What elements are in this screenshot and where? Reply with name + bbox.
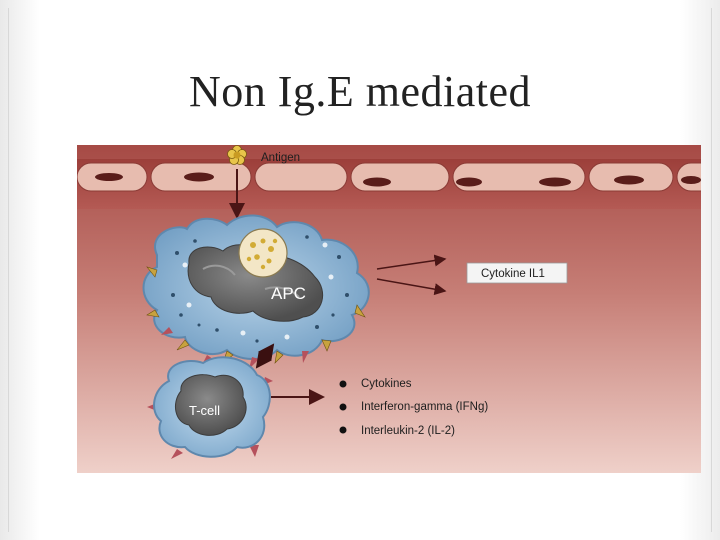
apc-cell: APC [142,214,370,369]
cytokine-arrow-top [376,254,447,270]
cytokine-list-item: Interleukin-2 (IL-2) [361,425,455,437]
cytokine-list-item: Interferon-gamma (IFNg) [361,401,488,413]
antigen-icon [227,145,247,165]
cytokine-list-item: Cytokines [361,378,412,390]
t-cell: T-cell [147,356,273,459]
bullet-icon [339,426,347,434]
slide-frame [8,8,712,532]
interaction-arrow [255,343,275,369]
endothelial-cell-layer [77,159,701,209]
bullet-icon [339,380,347,388]
bullet-icon [339,403,347,411]
slide-title: Non Ig.E mediated [188,67,532,116]
cytokine-il1-box: Cytokine IL1 [466,262,568,284]
antigen-label: Antigen [261,152,300,164]
apc-label: APC [271,284,306,303]
cytokine-arrow-bottom [376,278,447,296]
t-cell-label: T-cell [189,403,220,418]
cytokine-il1-label: Cytokine IL1 [481,268,545,280]
cytokine-list: Cytokines Interferon-gamma (IFNg) Interl… [339,378,488,437]
immune-response-figure: Antigen [77,145,701,473]
